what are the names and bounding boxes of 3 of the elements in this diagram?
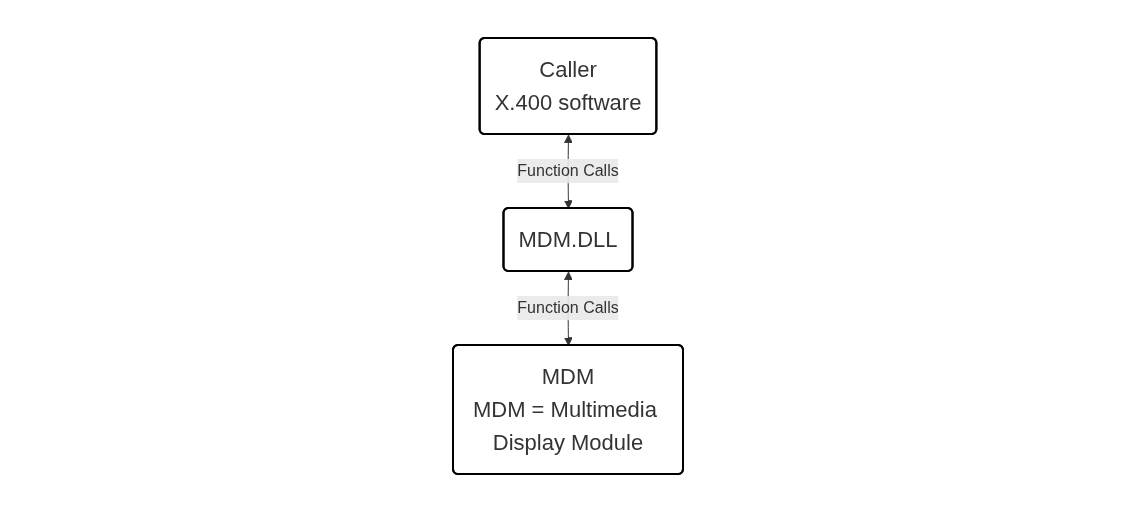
node-text: MDM MDM = Multimedia Display Module xyxy=(472,364,657,455)
edge-label: Function Calls xyxy=(516,299,619,316)
edge-label: Function Calls xyxy=(516,162,619,179)
